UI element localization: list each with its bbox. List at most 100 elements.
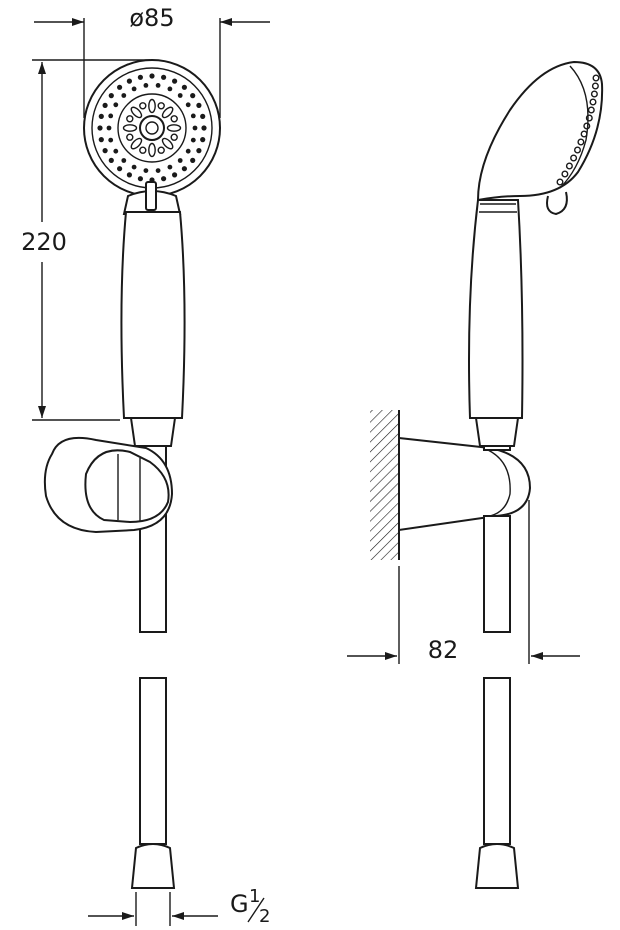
nozzle-dot (181, 166, 187, 172)
nozzle-dot (117, 166, 123, 172)
side-nozzle-dot (565, 162, 573, 170)
side-nozzle-dot (583, 122, 591, 130)
dimension-diameter-label: ø85 (129, 4, 174, 32)
nozzle-ring-dot (170, 133, 178, 141)
nozzle-dot (131, 164, 137, 170)
nozzle-dot (137, 176, 143, 182)
thread-label-numerator: 1 (249, 886, 260, 907)
nozzle-petal (130, 106, 143, 119)
nozzle-dot (172, 172, 178, 178)
side-nozzle-dot (591, 82, 599, 90)
nozzle-dot (102, 102, 108, 108)
nozzle-dot (98, 137, 104, 143)
side-nozzles (556, 74, 600, 186)
nozzle-dot (131, 86, 137, 92)
side-nozzle-dot (587, 106, 595, 114)
nozzle-ring-dot (126, 115, 134, 123)
nozzle-dot (167, 164, 173, 170)
nozzle-petal (148, 142, 156, 158)
nozzle-dot (190, 137, 196, 143)
side-nozzle-dot (592, 74, 600, 82)
side-nozzle-dot (585, 114, 593, 122)
nozzle-dot (149, 73, 155, 79)
nozzle-dot (185, 148, 191, 154)
nozzle-dot (201, 125, 207, 131)
head-face-side (559, 65, 589, 189)
thread-label-denominator: 2 (259, 906, 270, 927)
nozzle-dot (161, 74, 167, 80)
end-nut-side (474, 843, 520, 889)
nozzle-dot (177, 158, 183, 163)
handle-side (468, 199, 524, 419)
nozzle-dot (137, 74, 143, 80)
nozzle-petal (166, 124, 182, 132)
bracket-cap-side (487, 449, 511, 517)
hose-connector-front (129, 417, 177, 447)
nozzle-ring-dot (170, 115, 178, 123)
dimension-height: 220 (21, 59, 150, 421)
nozzle-dot (97, 125, 103, 131)
nozzle-dot (155, 168, 161, 174)
nozzle-dot (190, 93, 196, 99)
shower-head-front (83, 59, 221, 197)
hose-lower-segment-side (483, 677, 511, 845)
nozzle-dot (200, 137, 206, 143)
nozzle-dot (190, 113, 196, 119)
side-nozzle-dot (574, 146, 582, 154)
nozzle-dot (108, 93, 114, 99)
hose-lower-segment-front (139, 677, 167, 845)
nozzle-petal (161, 106, 174, 119)
nozzle-dot (161, 176, 167, 182)
handle-front (120, 211, 186, 419)
side-nozzle-dot (590, 90, 598, 98)
nozzle-dot (190, 157, 196, 163)
nozzle-ring-dot (126, 133, 134, 141)
side-nozzle-dot (589, 98, 597, 106)
nozzle-dot (177, 93, 183, 98)
dimension-bracket-depth: 82 (347, 500, 580, 664)
nozzle-dot (167, 86, 173, 92)
nozzle-dot (126, 78, 132, 84)
nozzle-dot (126, 172, 132, 178)
nozzle-ring-dot (157, 102, 165, 110)
nozzle-ring-dot (139, 146, 147, 154)
nozzle-dot (106, 125, 112, 131)
nozzle-dot (102, 148, 108, 154)
hose-connector-side (474, 417, 520, 447)
nozzle-dot (196, 148, 202, 154)
hose-upper-side (483, 445, 511, 451)
side-nozzle-dot (577, 138, 585, 146)
nozzle-dot (108, 113, 114, 119)
side-view (370, 60, 604, 889)
hose-segment-side (483, 515, 511, 633)
side-nozzle-dot (570, 154, 578, 162)
side-nozzle-dot (561, 170, 569, 178)
nozzle-dot (143, 83, 149, 88)
nozzle-dot (117, 84, 123, 90)
nozzle-dot (200, 113, 206, 119)
nozzle-petal (122, 124, 138, 132)
nozzle-dot (181, 84, 187, 90)
shower-head-side (476, 60, 604, 202)
head-release-tab (145, 181, 157, 211)
nozzle-dot (113, 148, 119, 154)
nozzle-dot (196, 102, 202, 108)
nozzle-petal (148, 98, 156, 114)
thread-label-main: G (230, 890, 249, 918)
nozzle-dot (113, 102, 119, 108)
wall-hatch (370, 410, 399, 560)
nozzle-dot (108, 137, 114, 143)
wall-bracket-front (43, 436, 174, 534)
dimension-head-diameter: ø85 (34, 4, 270, 118)
dimension-thread: G 1 2 (88, 886, 270, 927)
dimension-height-label: 220 (21, 228, 67, 256)
nozzle-ring-dot (157, 146, 165, 154)
side-nozzle-dot (556, 178, 564, 186)
nozzle-dot (155, 83, 161, 88)
nozzle-dot (185, 102, 191, 108)
nozzle-dot (121, 158, 127, 163)
front-view (43, 59, 221, 889)
nozzle-dot (172, 78, 178, 84)
nozzle-dot (121, 93, 127, 98)
